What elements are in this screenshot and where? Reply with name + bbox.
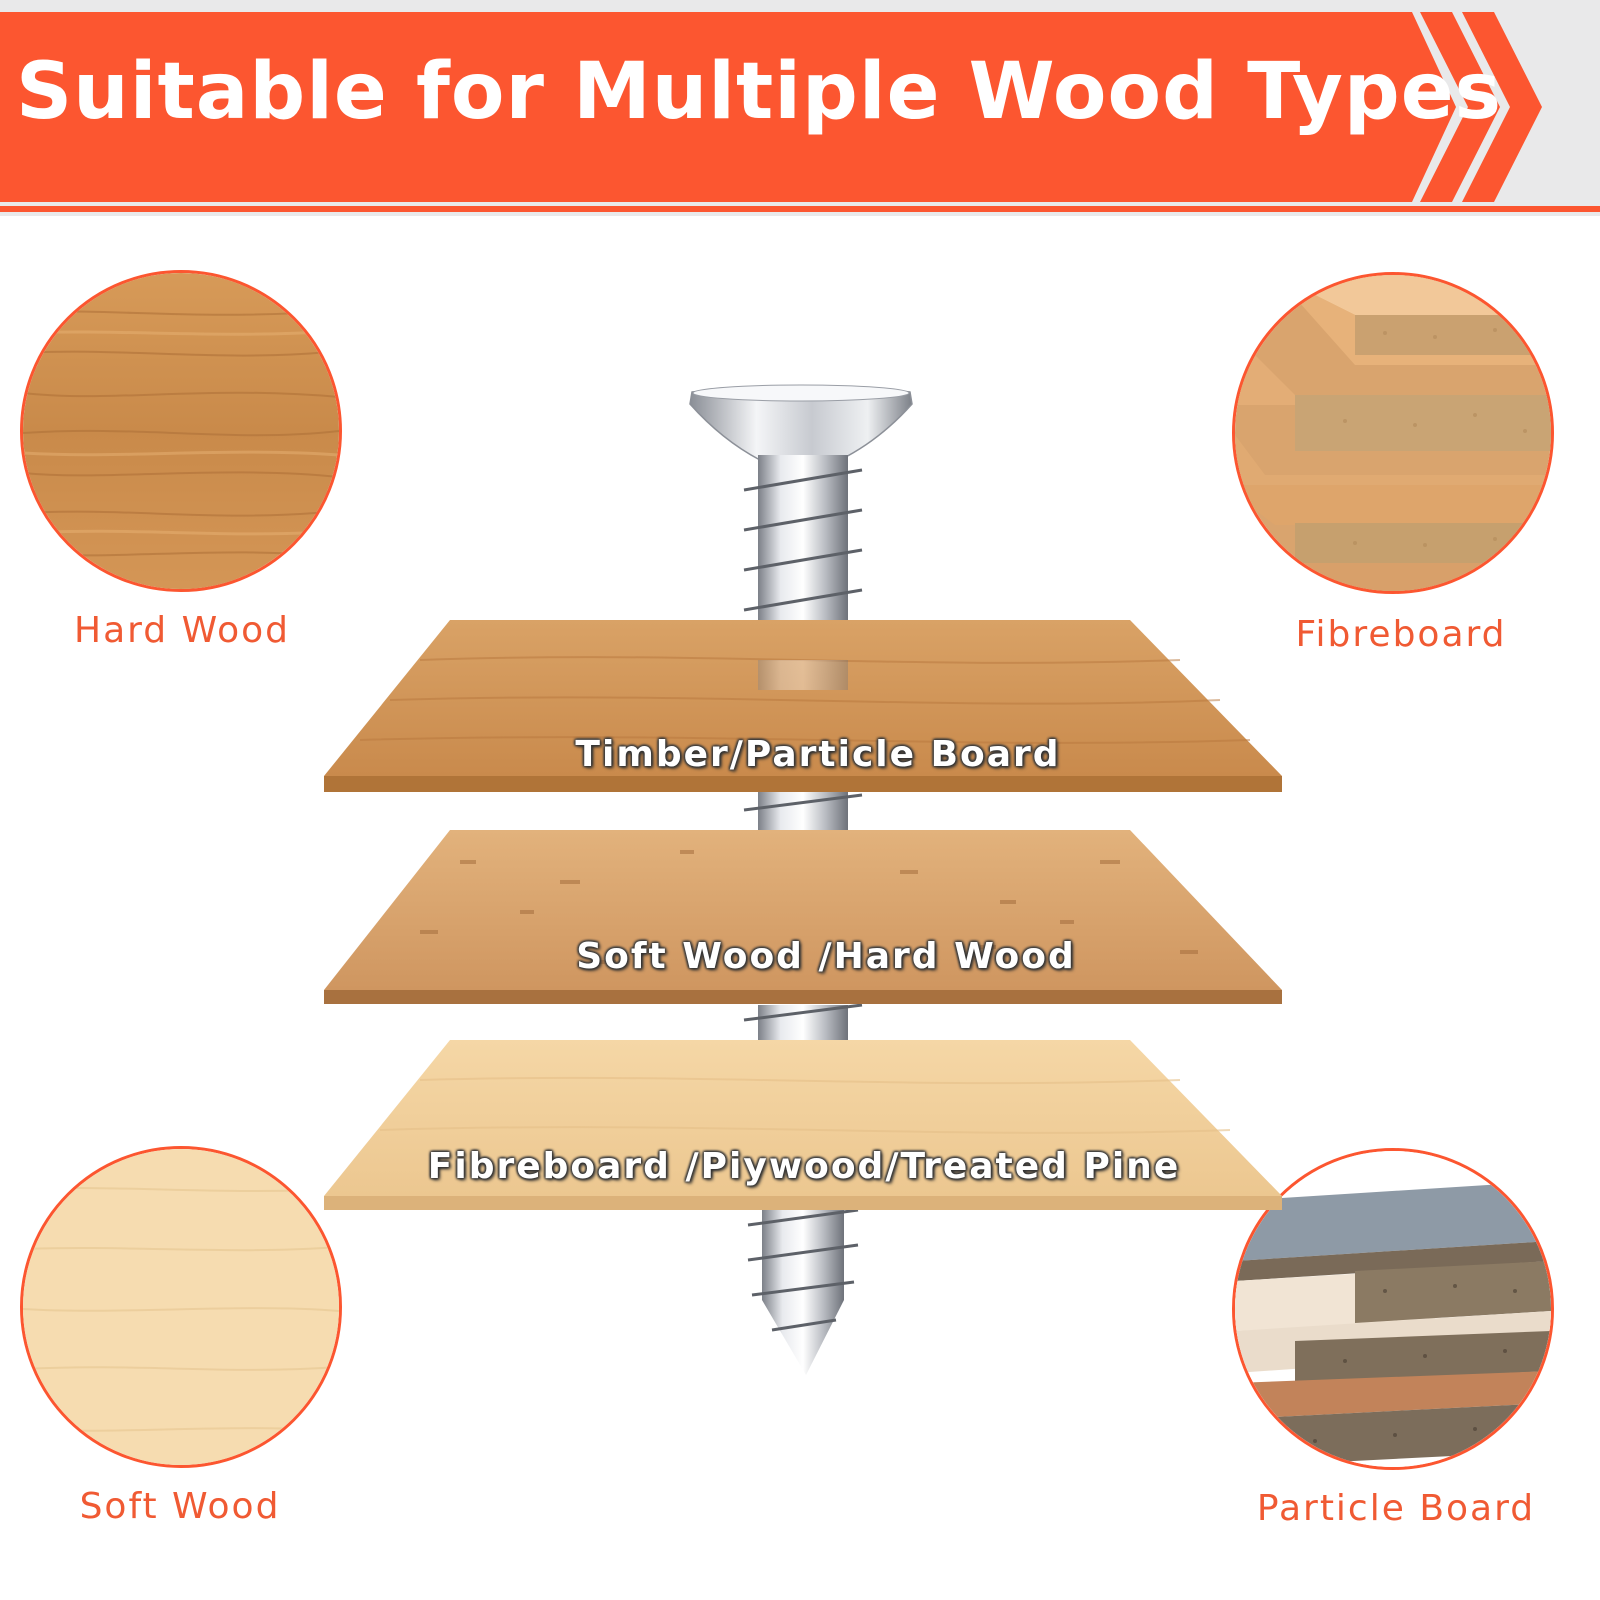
hard-wood-swatch [20,270,342,592]
soft-wood-swatch [20,1146,342,1468]
header-divider [0,206,1600,212]
page-title: Suitable for Multiple Wood Types [16,47,1503,137]
timber-board-label: Timber/Particle Board [575,734,1061,775]
soft-wood-label: Soft Wood [79,1486,281,1527]
soft-hard-wood-board [324,830,1282,1004]
header-banner: Suitable for Multiple Wood Types [0,12,1600,202]
timber-board [324,620,1282,792]
fibreboard-board [324,1040,1282,1210]
fibreboard-label: Fibreboard [1295,614,1507,655]
banner-shape [0,12,1542,202]
particle-board-label: Particle Board [1256,1488,1536,1529]
hard-wood-label: Hard Wood [74,610,290,651]
fibreboard-board-label: Fibreboard /Piywood/Treated Pine [427,1146,1181,1187]
screw-head [689,384,913,461]
soft-hard-wood-label: Soft Wood /Hard Wood [576,936,1076,977]
